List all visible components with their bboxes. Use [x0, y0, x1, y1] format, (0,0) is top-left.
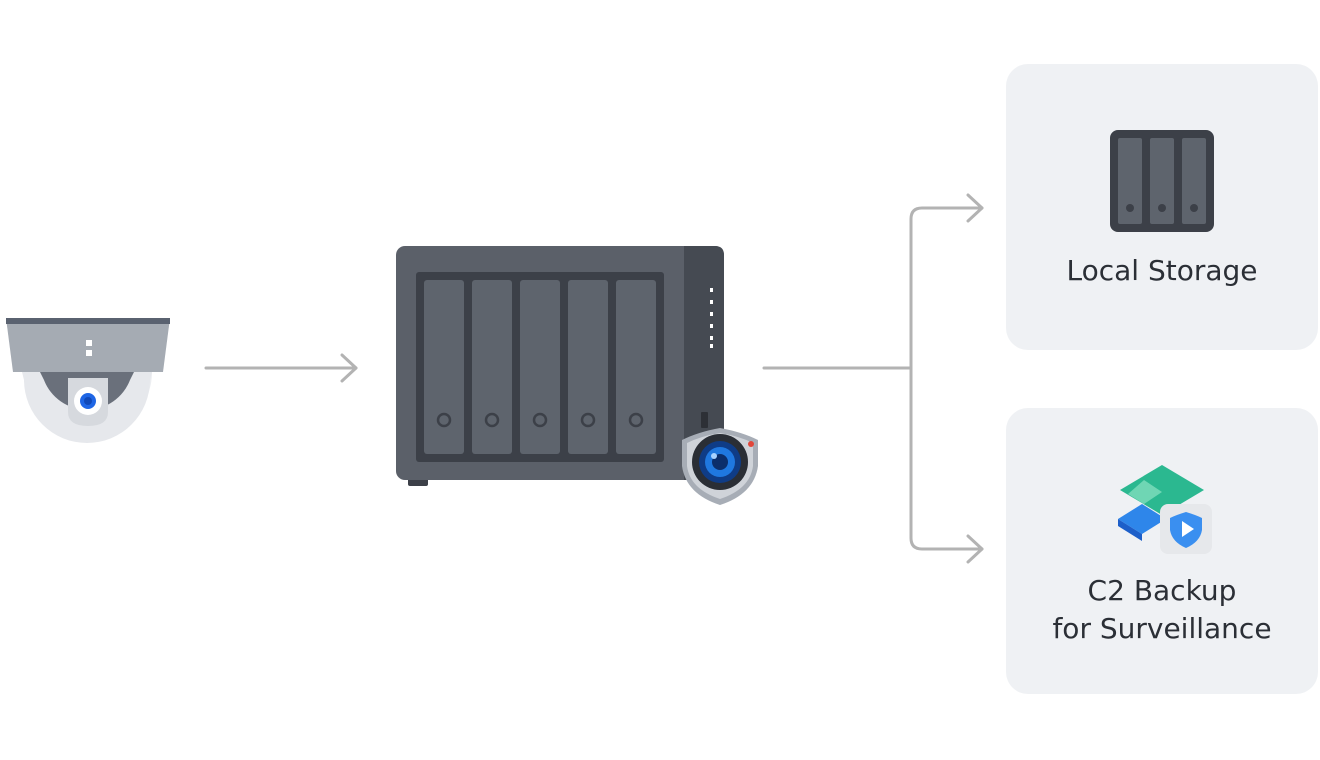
dome-camera-icon: [6, 318, 170, 443]
connector-branch: [762, 193, 984, 564]
surveillance-station-icon: [682, 428, 758, 505]
local-storage-icon: [1110, 130, 1214, 232]
c2-backup-label-line2: for Surveillance: [1052, 612, 1272, 645]
local-storage-label: Local Storage: [1066, 254, 1258, 287]
c2-backup-card: C2 Backup for Surveillance: [1006, 408, 1318, 694]
c2-backup-label-line1: C2 Backup: [1087, 574, 1237, 607]
arrow-camera-to-nas: [204, 353, 358, 383]
c2-surveillance-icon: [1118, 465, 1212, 554]
local-storage-card: Local Storage: [1006, 64, 1318, 350]
nas-server-icon: [396, 246, 724, 486]
c2-backup-label: C2 Backup for Surveillance: [1006, 572, 1318, 648]
